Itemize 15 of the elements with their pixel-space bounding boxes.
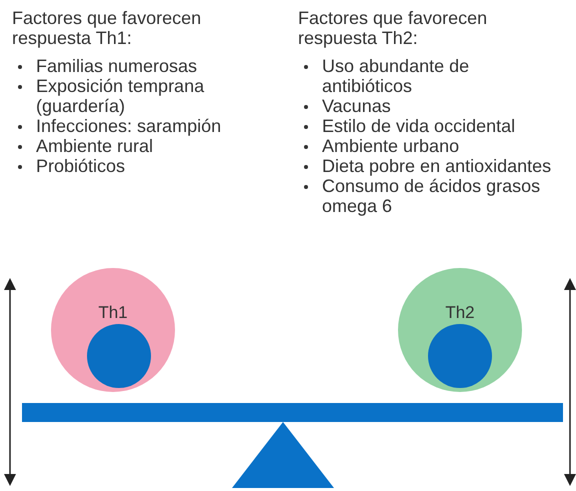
cell-label: Th2 [444,304,476,321]
column-heading: Factores que favorecen respuesta Th1: [12,8,202,48]
factor-item: Uso abundante de antibióticos [322,56,470,96]
factor-item: Probióticos [36,156,126,176]
factor-item: Infecciones: sarampión [36,116,222,136]
factor-item: Consumo de ácidos grasos omega 6 [322,176,542,216]
factor-item: Vacunas [322,96,391,116]
cell-label: Th1 [97,304,129,321]
factor-item: Dieta pobre en antioxidantes [322,156,552,176]
factor-item: Ambiente urbano [322,136,460,156]
factor-item: Familias numerosas [36,56,198,76]
factor-item: Estilo de vida occidental [322,116,516,136]
column-heading: Factores que favorecen respuesta Th2: [298,8,488,48]
factor-item: Ambiente rural [36,136,154,156]
factor-item: Exposición temprana (guardería) [36,76,206,116]
